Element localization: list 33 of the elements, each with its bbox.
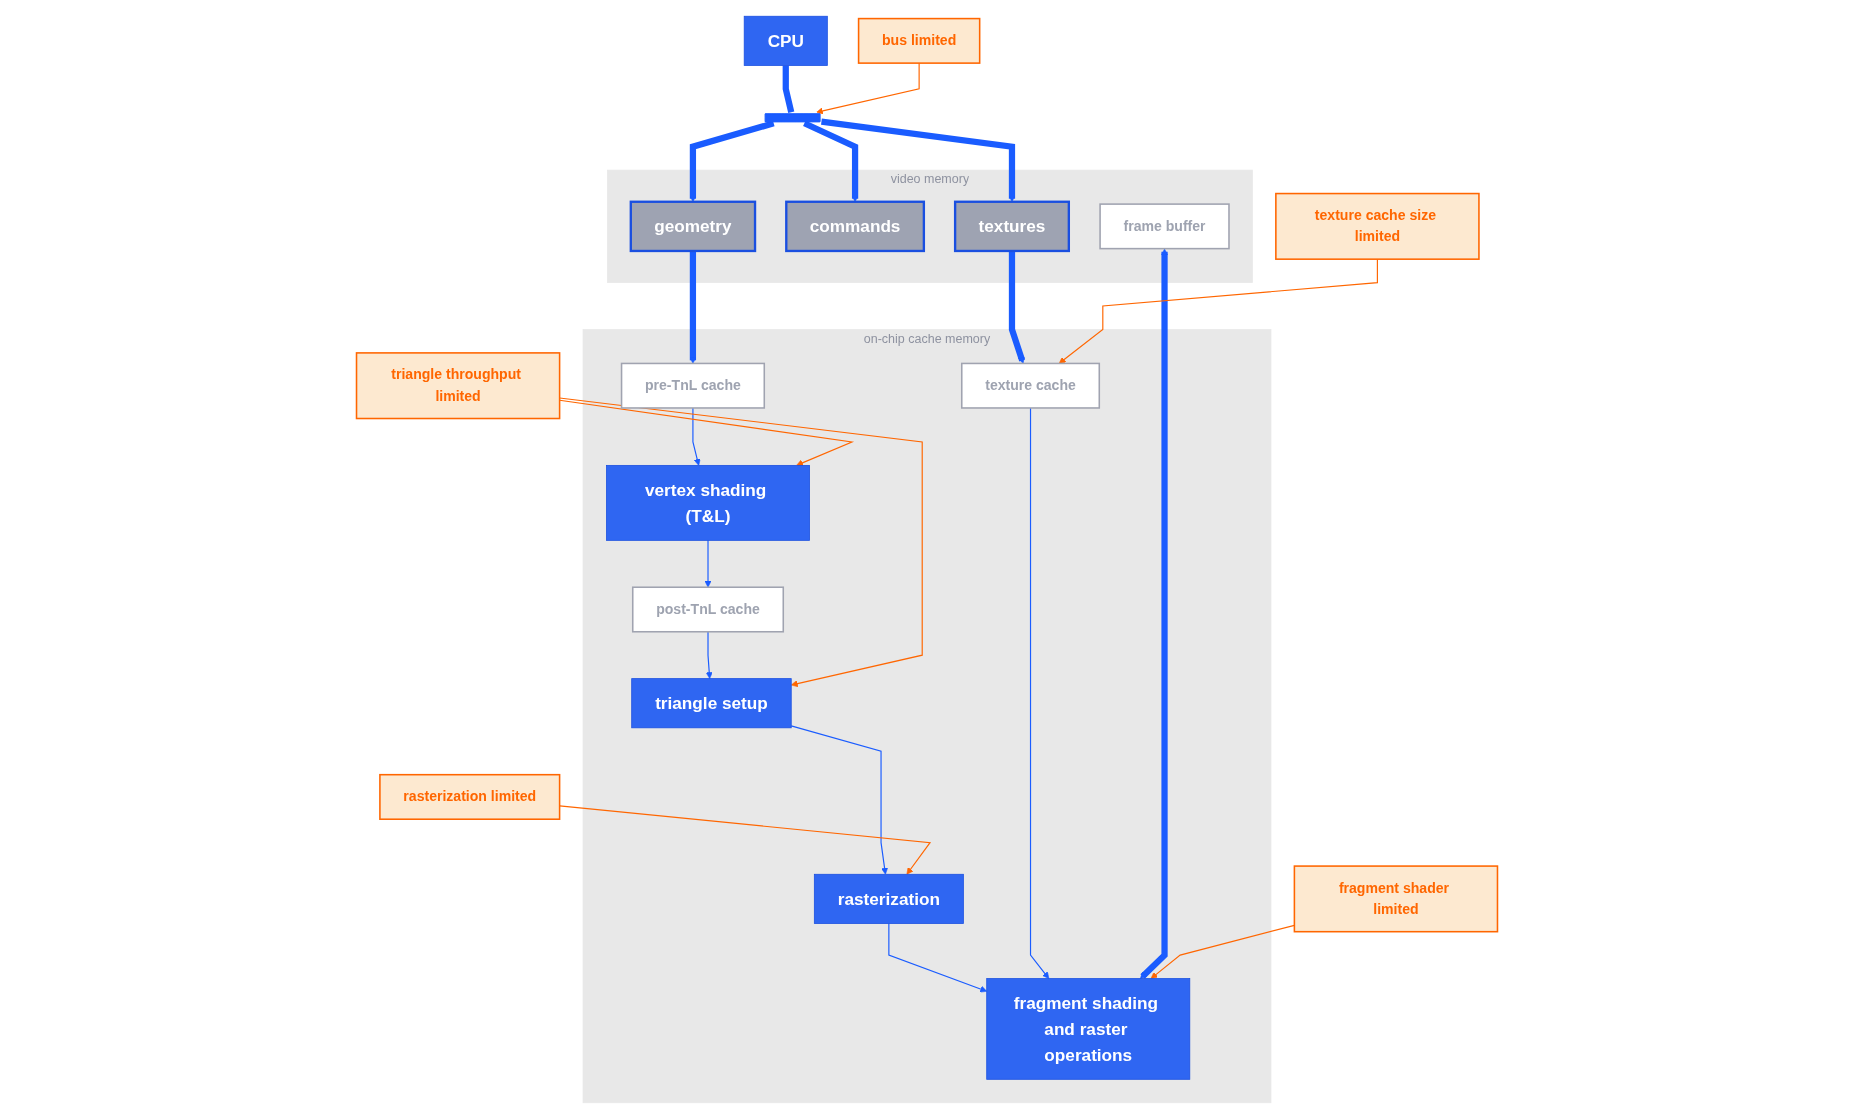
node-box: triangle throughput limited bbox=[355, 352, 561, 420]
arrow bbox=[1058, 258, 1378, 364]
arrow bbox=[790, 725, 888, 875]
node-box: fragment shading and raster operations bbox=[986, 978, 1191, 1080]
arrow bbox=[1150, 924, 1295, 979]
connector bbox=[782, 65, 795, 114]
node-box: geometry bbox=[629, 200, 757, 253]
arrow bbox=[1029, 407, 1050, 979]
node-box: rasterization bbox=[813, 873, 964, 924]
node-box: texture cache bbox=[961, 362, 1101, 409]
arrow bbox=[1008, 250, 1026, 364]
node-box: vertex shading (T&L) bbox=[606, 465, 810, 541]
arrow bbox=[692, 407, 701, 466]
arrow bbox=[559, 399, 855, 467]
arrow bbox=[559, 805, 932, 875]
node-box: commands bbox=[785, 200, 926, 253]
node-box: rasterization limited bbox=[379, 773, 561, 820]
node-box: textures bbox=[953, 200, 1070, 253]
node-box: texture cache size limited bbox=[1275, 192, 1480, 260]
arrow bbox=[559, 397, 923, 687]
arrow bbox=[816, 62, 920, 115]
node-box: post-TnL cache bbox=[631, 586, 785, 633]
node-box: pre-TnL cache bbox=[620, 362, 766, 409]
arrow bbox=[704, 539, 712, 588]
node-box: triangle setup bbox=[631, 678, 792, 729]
node-box: bus limited bbox=[857, 17, 981, 64]
arrow bbox=[888, 922, 988, 993]
arrow bbox=[689, 250, 697, 364]
node-box: fragment shader limited bbox=[1293, 865, 1499, 933]
arrow bbox=[1140, 248, 1168, 979]
node-box: frame buffer bbox=[1099, 203, 1230, 250]
arrow bbox=[705, 631, 713, 679]
node-box: CPU bbox=[743, 15, 828, 66]
